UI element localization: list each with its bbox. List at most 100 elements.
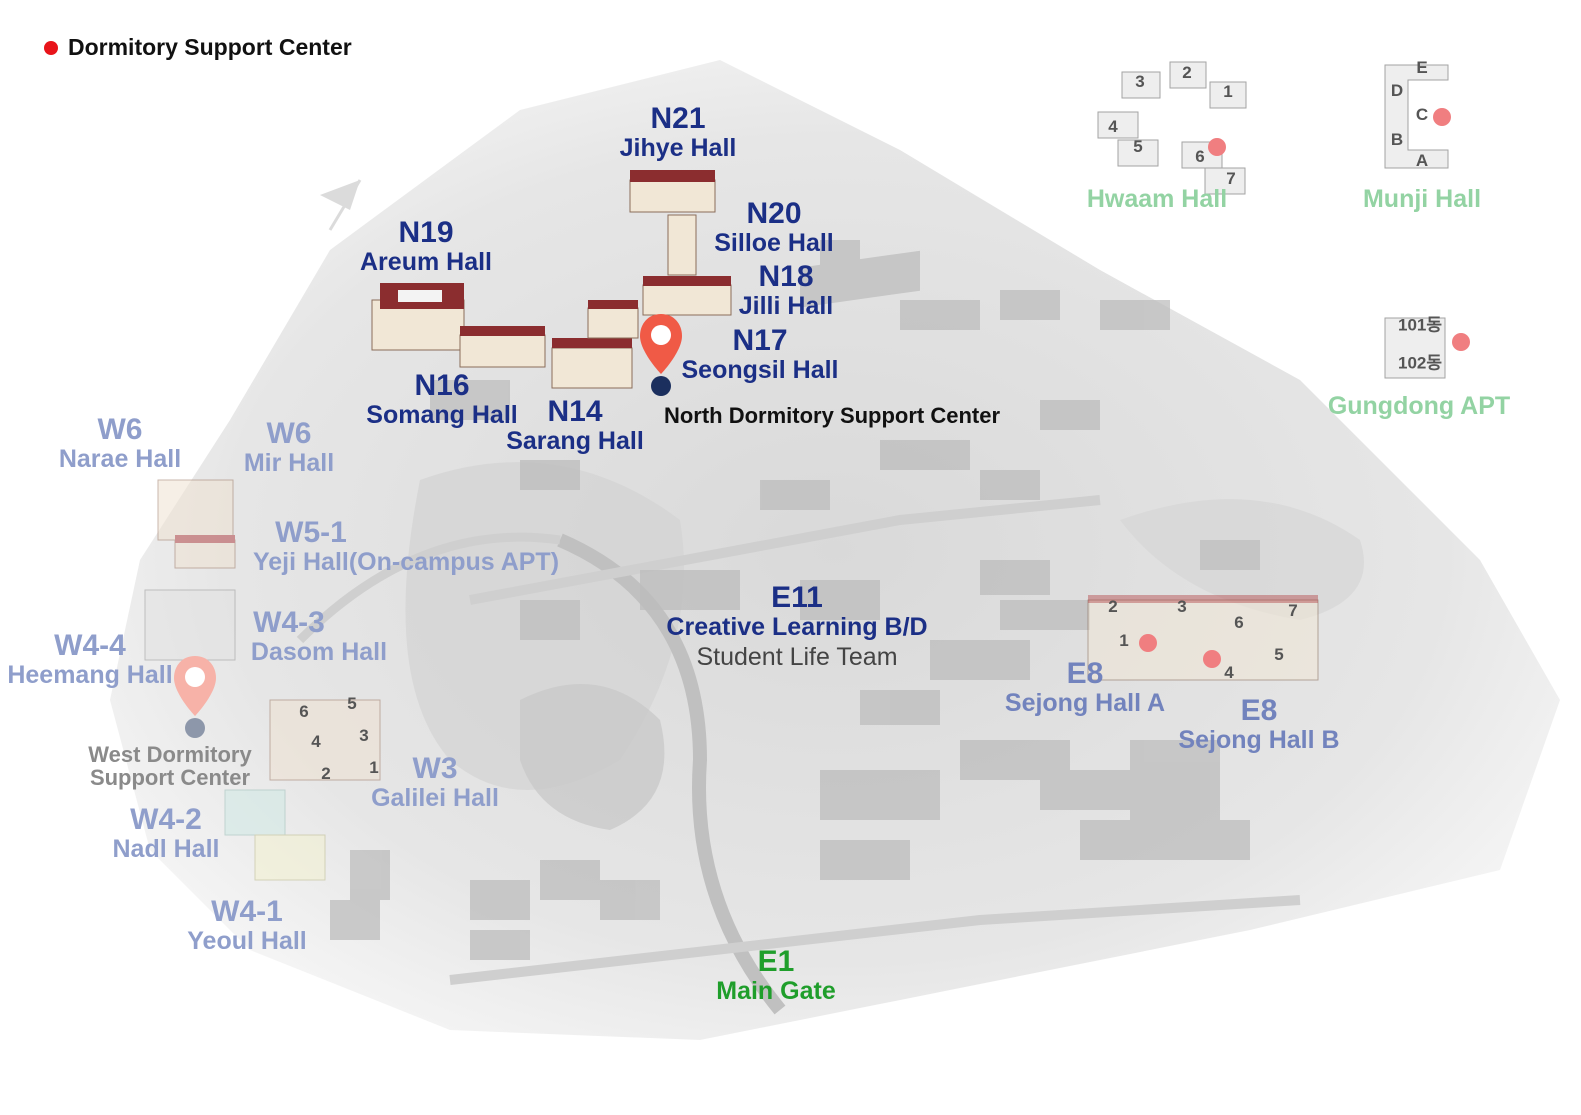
hwaam-building-number: 1 bbox=[1223, 82, 1233, 101]
sejong-building-number: 2 bbox=[1108, 597, 1118, 616]
west-support-line2: Support Center bbox=[89, 765, 251, 791]
label-n21[interactable]: N21 Jihye Hall bbox=[620, 103, 737, 161]
hwaam-building-number: 7 bbox=[1226, 169, 1236, 188]
building-code: W4-2 bbox=[130, 803, 202, 836]
building-code: N21 bbox=[650, 102, 706, 135]
label-w5-1[interactable]: W5-1 Yeji Hall(On-campus APT) bbox=[253, 517, 559, 575]
building-name: Sejong Hall B bbox=[1178, 725, 1340, 754]
gungdong-support-dot-icon[interactable] bbox=[1452, 333, 1470, 351]
galilei-building-number: 6 bbox=[299, 702, 309, 721]
building-name: Areum Hall bbox=[360, 247, 492, 276]
label-w6-mir[interactable]: W6 Mir Hall bbox=[244, 418, 334, 476]
sejong-building-number: 1 bbox=[1119, 631, 1129, 650]
label-w3[interactable]: W3 Galilei Hall bbox=[371, 753, 499, 811]
legend-label: Dormitory Support Center bbox=[68, 34, 352, 60]
sejong-buildings bbox=[1087, 595, 1319, 681]
sejong-building-number: 4 bbox=[1224, 663, 1234, 682]
building-name: Mir Hall bbox=[243, 448, 335, 477]
label-n14[interactable]: N14 Sarang Hall bbox=[506, 396, 644, 454]
building-name: Dasom Hall bbox=[250, 637, 388, 666]
north-support-center-label: North Dormitory Support Center bbox=[663, 403, 1001, 428]
building-name: Jihye Hall bbox=[619, 133, 737, 162]
building-name: Silloe Hall bbox=[714, 228, 834, 257]
building-name: Narae Hall bbox=[58, 444, 182, 473]
building-code: W3 bbox=[412, 752, 458, 785]
building-code: N17 bbox=[732, 324, 788, 357]
galilei-building-number: 1 bbox=[369, 758, 379, 777]
munji-wing-letter: E bbox=[1416, 58, 1428, 77]
munji-support-dot-icon[interactable] bbox=[1433, 108, 1451, 126]
gungdong-building-101: 101동 bbox=[1397, 315, 1443, 335]
galilei-building-number: 5 bbox=[347, 694, 357, 713]
label-munji-hall[interactable]: Munji Hall bbox=[1362, 185, 1482, 213]
north-arrow bbox=[320, 179, 362, 231]
munji-building bbox=[1384, 64, 1449, 169]
label-gungdong-apt[interactable]: Gungdong APT bbox=[1327, 392, 1511, 420]
building-code: N20 bbox=[746, 197, 802, 230]
label-n19[interactable]: N19 Areum Hall bbox=[360, 217, 492, 275]
hwaam-building-number: 4 bbox=[1108, 117, 1118, 136]
building-code: E8 bbox=[1240, 694, 1278, 727]
building-code: W5-1 bbox=[275, 516, 347, 549]
hwaam-support-dot-icon[interactable] bbox=[1208, 138, 1226, 156]
building-name: Somang Hall bbox=[366, 400, 518, 429]
building-name: Heemang Hall bbox=[7, 660, 173, 689]
label-e1-main-gate[interactable]: E1 Main Gate bbox=[716, 946, 835, 1004]
building-name: Galilei Hall bbox=[371, 783, 499, 812]
building-name: Yeji Hall(On-campus APT) bbox=[252, 547, 560, 576]
gungdong-building bbox=[1384, 317, 1446, 379]
building-code: E8 bbox=[1066, 657, 1104, 690]
label-w4-3[interactable]: W4-3 Dasom Hall bbox=[251, 607, 387, 665]
label-e11[interactable]: E11 Creative Learning B/D Student Life T… bbox=[666, 582, 927, 670]
building-name: Main Gate bbox=[716, 976, 836, 1005]
label-e8-a[interactable]: E8 Sejong Hall A bbox=[1005, 658, 1165, 716]
building-code: E11 bbox=[771, 581, 823, 614]
sejong-a-support-dot-icon[interactable] bbox=[1139, 634, 1157, 652]
gungdong-building-102: 102동 bbox=[1397, 353, 1443, 373]
building-code: N16 bbox=[414, 369, 470, 402]
building-name: Seongsil Hall bbox=[681, 355, 839, 384]
west-dorm-buildings bbox=[144, 479, 381, 881]
hwaam-building-number: 5 bbox=[1133, 137, 1143, 156]
label-w4-2[interactable]: W4-2 Nadl Hall bbox=[113, 804, 220, 862]
label-w6-narae[interactable]: W6 Narae Hall bbox=[59, 414, 181, 472]
hwaam-building-number: 2 bbox=[1182, 63, 1192, 82]
label-n20[interactable]: N20 Silloe Hall bbox=[714, 198, 833, 256]
west-support-center-label: West Dormitory Support Center bbox=[88, 743, 251, 789]
munji-wing-letter: A bbox=[1415, 151, 1429, 170]
hwaam-building-number: 3 bbox=[1135, 72, 1145, 91]
building-code: W4-3 bbox=[253, 606, 325, 639]
building-subtitle: Student Life Team bbox=[696, 642, 898, 671]
building-name: Jilli Hall bbox=[738, 291, 834, 320]
building-code: N19 bbox=[398, 216, 454, 249]
building-code: W4-1 bbox=[211, 895, 283, 928]
building-name: Sarang Hall bbox=[506, 426, 644, 455]
sejong-b-support-dot-icon[interactable] bbox=[1203, 650, 1221, 668]
hwaam-building-number: 6 bbox=[1195, 147, 1205, 166]
north-dorm-buildings bbox=[371, 170, 732, 389]
munji-wing-letter: C bbox=[1415, 105, 1429, 124]
legend-dot-icon bbox=[44, 40, 58, 55]
label-n18[interactable]: N18 Jilli Hall bbox=[739, 261, 833, 319]
sejong-building-number: 7 bbox=[1288, 601, 1298, 620]
label-e8-b[interactable]: E8 Sejong Hall B bbox=[1178, 695, 1339, 753]
label-w4-1[interactable]: W4-1 Yeoul Hall bbox=[187, 896, 306, 954]
sejong-building-number: 3 bbox=[1177, 597, 1187, 616]
map-legend: Dormitory Support Center bbox=[44, 34, 352, 61]
north-support-pin-icon[interactable] bbox=[638, 312, 684, 398]
building-code: W6 bbox=[97, 413, 143, 446]
label-n16[interactable]: N16 Somang Hall bbox=[366, 370, 517, 428]
building-name: Sejong Hall A bbox=[1004, 688, 1166, 717]
galilei-building-number: 2 bbox=[321, 764, 331, 783]
west-support-pin-icon[interactable] bbox=[172, 654, 218, 740]
label-hwaam-hall[interactable]: Hwaam Hall bbox=[1086, 185, 1228, 213]
building-code: W6 bbox=[266, 417, 312, 450]
galilei-building-number: 3 bbox=[359, 726, 369, 745]
building-name: Nadl Hall bbox=[112, 834, 220, 863]
building-code: W4-4 bbox=[54, 629, 126, 662]
label-n17[interactable]: N17 Seongsil Hall bbox=[682, 325, 839, 383]
label-w4-4[interactable]: W4-4 Heemang Hall bbox=[7, 630, 172, 688]
building-name: Creative Learning B/D bbox=[666, 612, 928, 641]
